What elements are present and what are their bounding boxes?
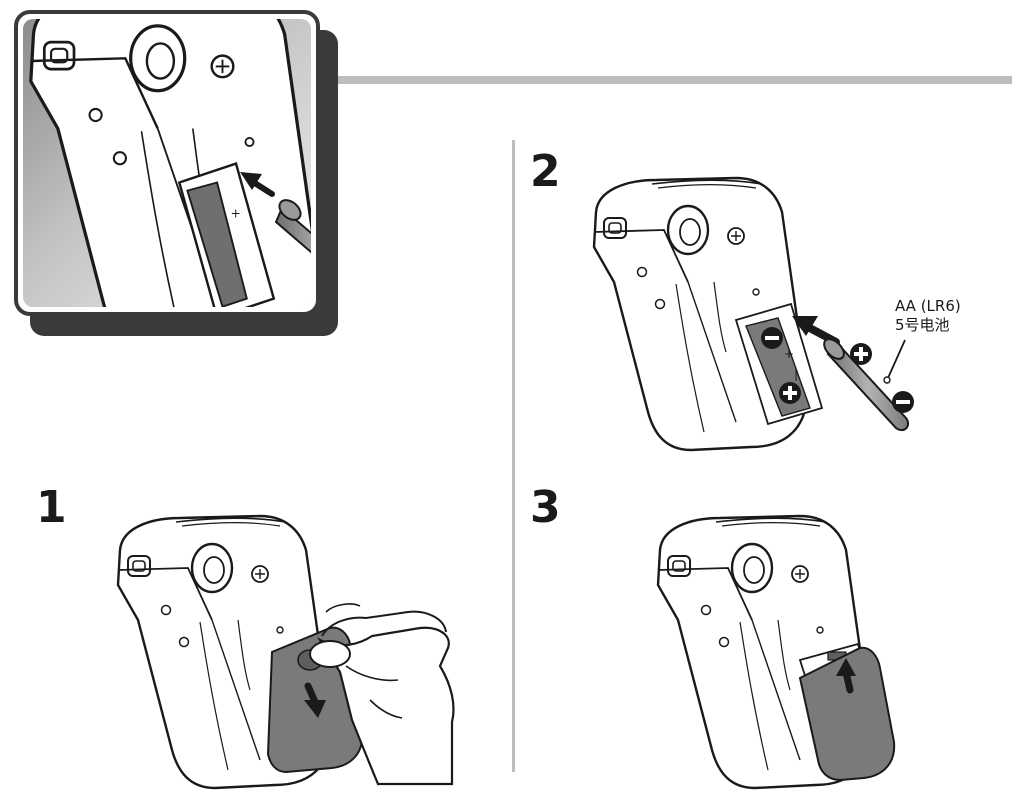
battery-type-label: AA (LR6) 5号电池 <box>895 297 961 335</box>
battery-type-cn: 5号电池 <box>895 316 950 334</box>
svg-text:+: + <box>231 207 241 221</box>
battery-lid-closing <box>798 646 896 782</box>
detail-inset: + <box>14 10 338 336</box>
label-leader-line <box>887 339 906 379</box>
aa-battery <box>823 338 914 432</box>
minus-terminal-icon <box>761 327 783 349</box>
svg-text:|: | <box>794 367 798 381</box>
slide-up-arrow-icon <box>836 658 856 694</box>
column-divider <box>512 140 515 772</box>
step-number-2: 2 <box>530 146 561 197</box>
hand-opening-lid <box>309 603 455 786</box>
step-number-3: 3 <box>530 482 561 533</box>
step2-camera: + | <box>592 176 824 452</box>
inset-battery <box>274 199 311 298</box>
header-rule <box>338 76 1012 84</box>
step3-camera <box>656 514 896 790</box>
battery-type-en: AA (LR6) <box>895 297 961 315</box>
step-number-1: 1 <box>36 482 67 533</box>
inset-camera: + <box>29 19 311 307</box>
svg-text:+: + <box>784 347 794 361</box>
plus-terminal-icon <box>779 382 801 404</box>
slide-down-arrow-icon <box>304 682 326 718</box>
